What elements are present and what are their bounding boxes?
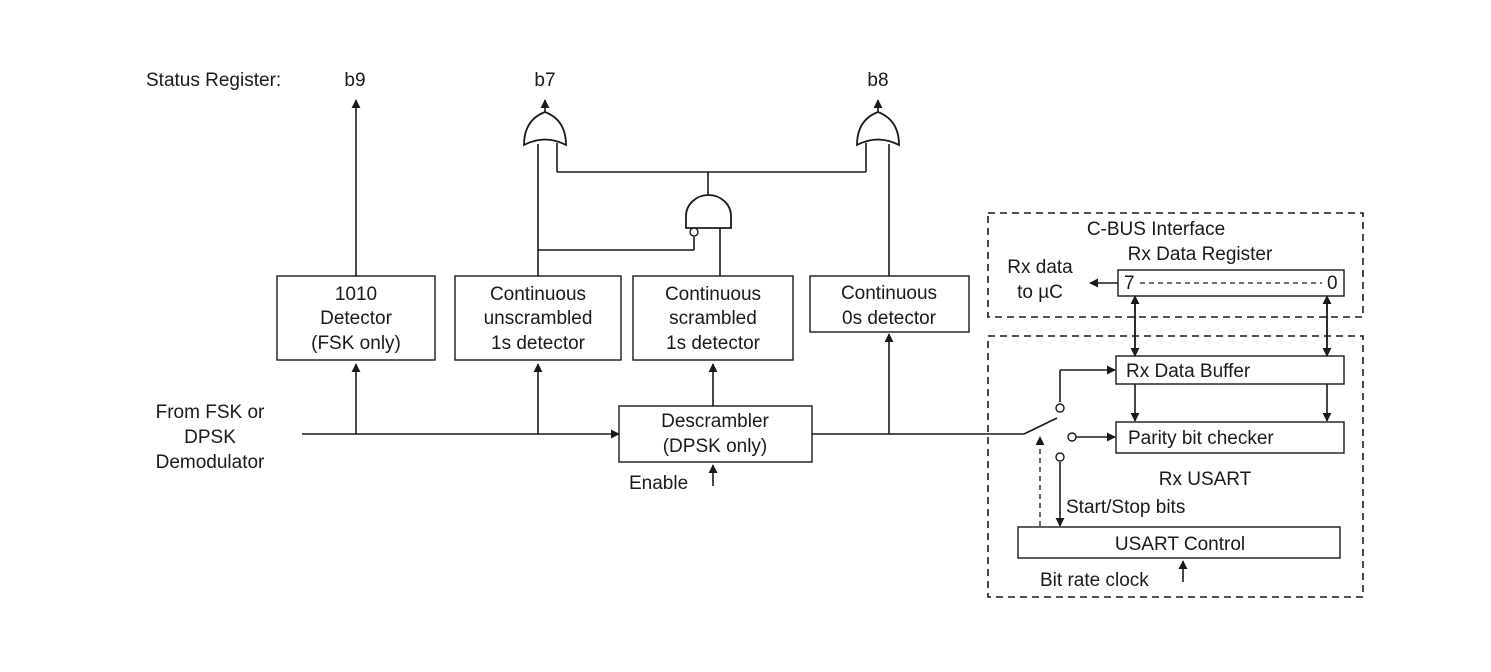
svg-text:Continuous: Continuous — [665, 284, 761, 305]
svg-text:1s detector: 1s detector — [491, 333, 586, 354]
svg-text:Continuous: Continuous — [841, 283, 937, 304]
svg-text:Descrambler: Descrambler — [661, 411, 769, 432]
start-stop-label: Start/Stop bits — [1066, 497, 1185, 518]
or-gate-b8 — [856, 111, 900, 147]
svg-text:scrambled: scrambled — [669, 308, 757, 329]
svg-text:0s detector: 0s detector — [842, 308, 937, 329]
detector-1010-block: 1010 Detector (FSK only) — [276, 275, 436, 361]
gate-logic — [351, 99, 900, 276]
main-signal-path — [302, 333, 1058, 439]
usart-wiring — [1035, 295, 1332, 527]
svg-text:Detector: Detector — [320, 308, 392, 329]
svg-text:Rx Data Buffer: Rx Data Buffer — [1126, 361, 1251, 382]
rx-data-output-line1: Rx data — [1007, 257, 1073, 278]
svg-text:Continuous: Continuous — [490, 284, 586, 305]
rx-usart-title: Rx USART — [1159, 469, 1252, 490]
status-bit-b7: b7 — [534, 70, 555, 91]
svg-text:(FSK only): (FSK only) — [311, 333, 401, 354]
inverter-bubble — [689, 227, 699, 237]
input-label-line2: DPSK — [184, 427, 236, 448]
svg-text:1s detector: 1s detector — [666, 333, 761, 354]
and-gate — [685, 194, 732, 229]
status-bit-b8: b8 — [867, 70, 888, 91]
svg-text:(DPSK only): (DPSK only) — [663, 436, 768, 457]
cbus-title: C-BUS Interface — [1087, 219, 1225, 240]
rx-data-output-line2: to µC — [1017, 282, 1063, 303]
usart-boundary — [987, 335, 1364, 598]
descrambler-block: Descrambler (DPSK only) — [618, 405, 813, 463]
enable-label: Enable — [629, 473, 688, 494]
usart-control-block: USART Control — [1017, 526, 1341, 559]
status-bit-b9: b9 — [344, 70, 365, 91]
svg-text:0: 0 — [1327, 273, 1338, 294]
svg-text:USART Control: USART Control — [1115, 534, 1245, 555]
zeros-detector-block: Continuous 0s detector — [809, 275, 970, 333]
input-label-line1: From FSK or — [156, 402, 265, 423]
svg-text:unscrambled: unscrambled — [484, 308, 593, 329]
unscrambled-detector-block: Continuous unscrambled 1s detector — [454, 275, 622, 361]
parity-bit-checker: Parity bit checker — [1115, 421, 1345, 454]
status-register-label: Status Register: — [146, 70, 281, 91]
rx-data-buffer: Rx Data Buffer — [1115, 355, 1345, 385]
rx-data-register: 7 0 — [1117, 269, 1345, 297]
cbus-interface-boundary — [987, 212, 1364, 318]
scrambled-detector-block: Continuous scrambled 1s detector — [632, 275, 794, 361]
bit-rate-clock-label: Bit rate clock — [1040, 570, 1149, 591]
input-label-line3: Demodulator — [156, 452, 265, 473]
svg-text:Parity bit checker: Parity bit checker — [1128, 428, 1274, 449]
rx-data-register-title: Rx Data Register — [1128, 244, 1273, 265]
or-gate-b7 — [523, 111, 567, 147]
svg-text:7: 7 — [1124, 273, 1135, 294]
svg-text:1010: 1010 — [335, 284, 377, 305]
